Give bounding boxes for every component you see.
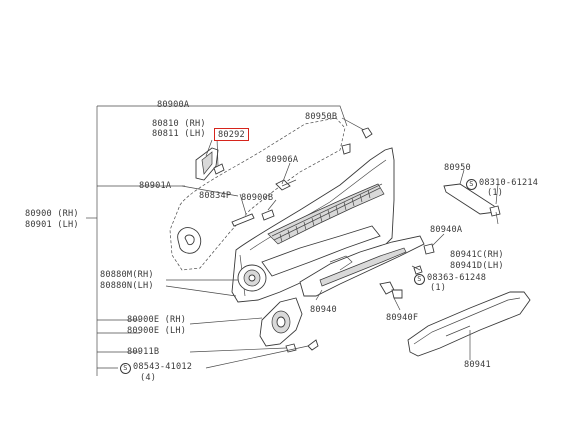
callout-80811: 80811 (LH)	[152, 129, 206, 139]
callout-80941: 80941	[464, 360, 491, 370]
callout-80940f: 80940F	[386, 313, 419, 323]
screw-80906a	[275, 179, 291, 191]
callout-80940a: 80940A	[430, 225, 463, 235]
callout-80900a: 80900A	[157, 100, 190, 110]
callout-80900e-lh: 80900E (LH)	[127, 326, 187, 336]
callout-80900e-rh: 80900E (RH)	[127, 315, 187, 325]
callout-80834p: 80834P	[199, 191, 232, 201]
callout-08310-qty: (1)	[487, 188, 504, 198]
callout-80906a: 80906A	[266, 155, 299, 165]
callout-80900b: 80900B	[241, 193, 274, 203]
callout-80911b: 80911B	[127, 347, 160, 357]
screw-symbol-icon: S	[414, 274, 425, 285]
callout-80880m: 80880M(RH)	[100, 270, 154, 280]
grouping-bracket	[86, 105, 348, 376]
callout-08543-text: 08543-41012	[133, 362, 193, 372]
callout-08543-qty: (4)	[140, 373, 157, 383]
callout-80940: 80940	[310, 305, 337, 315]
callout-80941c: 80941C(RH)	[450, 250, 504, 260]
callout-08363-text: 08363-61248	[427, 273, 487, 283]
inner-door-panel	[169, 117, 346, 271]
callout-80901: 80901 (LH)	[25, 220, 79, 230]
pin-80834p	[231, 213, 255, 227]
clip-80940a	[423, 243, 435, 255]
clip-80950b	[361, 127, 373, 139]
door-pocket	[261, 225, 381, 277]
leader-lines	[165, 117, 499, 369]
callout-80941d: 80941D(LH)	[450, 261, 504, 271]
screw-symbol-icon: S	[120, 363, 131, 374]
callout-80950: 80950	[444, 163, 471, 173]
screw-80911b	[285, 343, 297, 353]
callout-80292-highlighted[interactable]: 80292	[214, 128, 249, 141]
callout-80950b: 80950B	[305, 112, 338, 122]
screw-08543	[307, 339, 319, 351]
callout-80900: 80900 (RH)	[25, 209, 79, 219]
armrest-cover	[407, 291, 531, 357]
callout-80901a: 80901A	[139, 181, 172, 191]
clip-80900b	[261, 209, 275, 221]
callout-08310-text: 08310-61214	[479, 178, 539, 188]
callout-80810: 80810 (RH)	[152, 119, 206, 129]
clip-80940f	[379, 281, 395, 295]
callout-08363-qty: (1)	[430, 283, 447, 293]
clip-80292	[213, 163, 225, 175]
screw-symbol-icon: S	[466, 179, 477, 190]
armrest-pleats	[279, 189, 371, 243]
callout-80880n: 80880N(LH)	[100, 281, 154, 291]
inner-panel-cutout	[184, 234, 195, 246]
